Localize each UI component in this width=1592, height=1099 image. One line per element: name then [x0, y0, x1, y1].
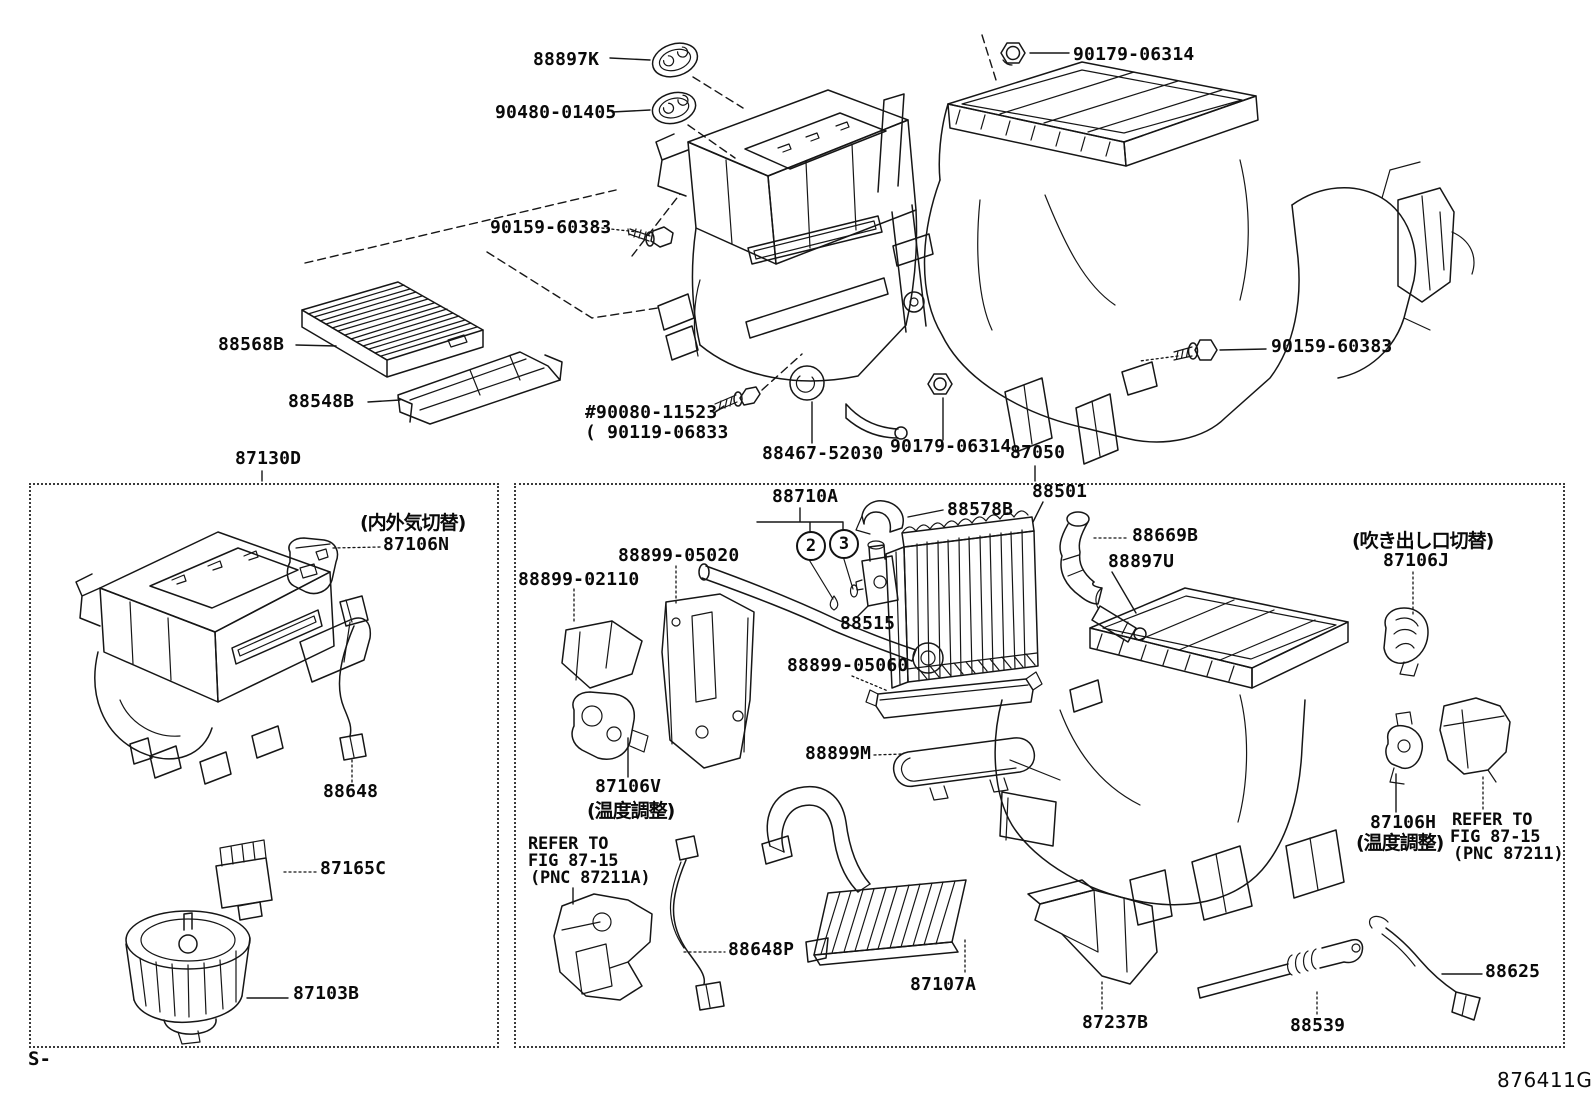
blower-case-drawing — [75, 531, 372, 785]
part-label-87130d: 87130D — [235, 448, 302, 469]
cover-88899-02110-drawing — [561, 620, 643, 689]
wire-harness-88648-drawing — [338, 595, 369, 761]
mode-link-pnc87211-drawing — [1439, 697, 1511, 783]
part-label-87103b: 87103B — [293, 983, 360, 1004]
ac-unit-box — [514, 483, 1565, 1048]
part-label-88669b: 88669B — [1132, 525, 1199, 546]
heater-case-left-half-drawing — [655, 89, 918, 382]
part-label-87165c: 87165C — [320, 858, 387, 879]
part-label-88897k: 88897K — [533, 49, 600, 70]
part-label-87106h: 87106H — [1370, 812, 1437, 833]
airmix-servo-87106h-drawing — [1385, 711, 1424, 785]
servo-bracket-88899-05020-drawing — [661, 593, 755, 769]
annotation-intake-switch-jp: (内外気切替) — [360, 512, 466, 534]
bolt-90080-drawing — [714, 386, 761, 412]
callout-3: 3 — [829, 529, 859, 559]
part-label-88578b: 88578B — [947, 499, 1014, 520]
part-label-88897u: 88897U — [1108, 551, 1175, 572]
leader-lines — [246, 52, 1483, 999]
airmix-servo-87106v-drawing — [571, 691, 649, 760]
part-label-87237b: 87237B — [1082, 1012, 1149, 1033]
screw-90159-right-drawing — [1173, 339, 1218, 361]
part-label-87107a: 87107A — [910, 974, 977, 995]
part-label-88710a: 88710A — [772, 486, 839, 507]
callout-2: 2 — [796, 531, 826, 561]
part-label-87050: 87050 — [1010, 442, 1066, 463]
note-refer-line1-right: REFER TO — [1452, 810, 1533, 830]
blower-resistor-87165c-drawing — [215, 839, 273, 921]
part-label-88568b: 88568B — [218, 334, 285, 355]
part-label-88515: 88515 — [840, 613, 896, 634]
note-refer-line3-left: (PNC 87211A) — [530, 868, 651, 888]
grommet-88897k-drawing — [651, 42, 699, 78]
grommet-90480-drawing — [651, 91, 697, 125]
part-label-90080-11523: #90080-11523 — [585, 402, 718, 423]
cabin-filter-88568b-drawing — [301, 281, 484, 378]
part-label-88899-02110: 88899-02110 — [518, 569, 640, 590]
pipe-clamp-88578b-drawing — [855, 500, 904, 535]
part-label-88467-52030: 88467-52030 — [762, 443, 884, 464]
note-refer-line2-right: FIG 87-15 — [1450, 827, 1541, 847]
wire-harness-88648p-drawing — [669, 835, 725, 1011]
rail-88899-05060-drawing — [865, 671, 1043, 719]
part-label-87106n: 87106N — [383, 534, 450, 555]
note-refer-line1-left: REFER TO — [528, 834, 609, 854]
annotation-temp-adjust-left-jp: (温度調整) — [587, 800, 675, 822]
part-label-88899-05020: 88899-05020 — [618, 545, 740, 566]
ac-case-drawing — [994, 587, 1349, 926]
note-refer-line2-left: FIG 87-15 — [528, 851, 619, 871]
figure-code: 876411G — [1497, 1068, 1592, 1092]
part-label-88548b: 88548B — [288, 391, 355, 412]
servo-pnc87211a-drawing — [553, 893, 653, 1001]
part-label-87106v: 87106V — [595, 776, 662, 797]
heater-case-right-half-drawing — [845, 61, 1475, 465]
heater-core-87107a-drawing — [761, 785, 967, 966]
part-label-87106j: 87106J — [1383, 550, 1450, 571]
rail-88899m-drawing — [892, 737, 1036, 801]
filter-holder-88548b-drawing — [397, 351, 563, 425]
expansion-valve-88515-drawing — [855, 540, 899, 607]
evaporator-88501-drawing — [885, 510, 1039, 689]
projection-dashed-lines — [304, 34, 997, 391]
grommet-88467-drawing — [789, 365, 825, 401]
part-label-88539: 88539 — [1290, 1015, 1346, 1036]
part-label-88899-05060: 88899-05060 — [787, 655, 909, 676]
screw-90159-left-drawing — [627, 226, 674, 248]
dotted-leader-lines — [283, 226, 1484, 1016]
part-label-88501: 88501 — [1032, 481, 1088, 502]
part-label-90480-01405: 90480-01405 — [495, 102, 617, 123]
nut-90179-top-drawing — [1000, 42, 1026, 66]
part-label-88625: 88625 — [1485, 961, 1541, 982]
wire-88625-drawing — [1368, 915, 1481, 1021]
figure-prefix: S- — [28, 1048, 51, 1070]
aspirator-sensor-88539-drawing — [1197, 938, 1364, 999]
blower-motor-87103b-drawing — [125, 910, 251, 1045]
part-label-90159-60383-right: 90159-60383 — [1271, 336, 1393, 357]
blower-unit-box — [29, 483, 499, 1048]
part-label-88648p: 88648P — [728, 939, 795, 960]
duct-87237b-drawing — [1027, 879, 1158, 985]
part-label-90179-06314-top: 90179-06314 — [1073, 44, 1195, 65]
nut-90179-mid-drawing — [927, 373, 953, 395]
part-label-88899m: 88899M — [805, 743, 872, 764]
o-ring-small-drawings — [829, 584, 859, 611]
part-label-88648: 88648 — [323, 781, 379, 802]
annotation-outlet-switch-jp: (吹き出し口切替) — [1352, 530, 1494, 552]
drain-hose-88669b-drawing — [1059, 511, 1103, 605]
part-label-90159-60383-left: 90159-60383 — [490, 217, 612, 238]
annotation-temp-adjust-right-jp: (温度調整) — [1356, 832, 1444, 854]
ac-pipe-88710a-drawing — [698, 563, 944, 674]
note-refer-line3-right: (PNC 87211) — [1453, 844, 1564, 864]
part-label-90119-06833: ( 90119-06833 — [585, 422, 729, 443]
intake-servo-87106n-drawing — [286, 537, 339, 595]
part-label-90179-06314-mid: 90179-06314 — [890, 436, 1012, 457]
thermistor-88897u-drawing — [1091, 587, 1147, 643]
mode-servo-87106j-drawing — [1383, 607, 1429, 677]
